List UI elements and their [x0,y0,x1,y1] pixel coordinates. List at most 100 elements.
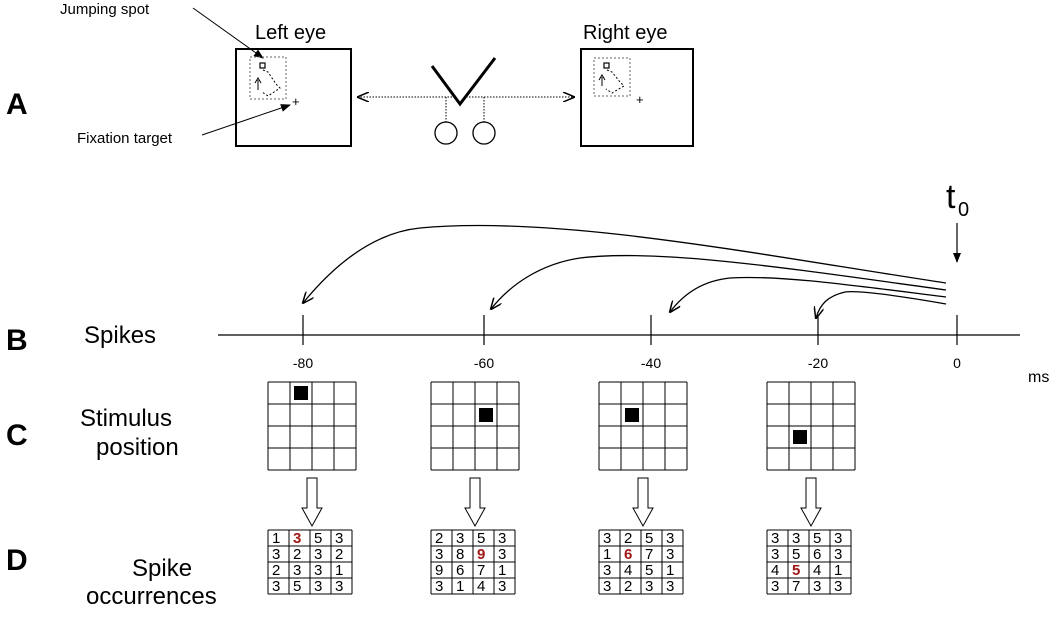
spike-ticks [302,315,958,345]
occurrences-label-line2: occurrences [86,583,217,610]
count-cell: 5 [792,546,800,563]
count-cell: 3 [272,546,280,563]
panel-label-a: A [6,88,28,121]
stimulus-spot [479,408,493,422]
panel-a-setup: Jumping spot Left eye + Fixation target … [60,1,694,147]
stimulus-label-line2: position [96,434,179,461]
count-cell: 3 [603,578,611,595]
count-cell: 3 [272,578,280,595]
down-arrow-icon [632,477,654,528]
t0-marker: t 0 [946,178,969,263]
count-cell: 8 [456,546,464,563]
axis-tick-label: -40 [641,355,661,371]
left-eye-jump-path [254,62,281,97]
count-cell: 3 [498,530,506,547]
fixation-target-pointer [201,104,291,136]
count-cell: 3 [335,578,343,595]
count-cell: 3 [603,530,611,547]
count-cell: 2 [624,530,632,547]
count-cell: 3 [771,546,779,563]
right-eye-label: Right eye [583,22,668,44]
count-cell: 3 [666,530,674,547]
spikes-label: Spikes [84,322,156,349]
stereoscope-mirrors [430,57,497,107]
axis-tick-labels: -80 -60 -40 -20 0 [293,355,961,371]
right-eye-screen [580,48,694,147]
count-cell: 1 [834,562,842,579]
count-cell: 3 [771,530,779,547]
count-cell: 5 [645,530,653,547]
count-cell: 3 [314,546,322,563]
count-cell: 9 [435,562,443,579]
count-cell: 2 [335,546,343,563]
count-cell: 1 [666,562,674,579]
axis-tick-label: -20 [808,355,828,371]
down-arrow-icon [800,477,822,528]
count-cell: 4 [813,562,821,579]
left-eye-fixation-cross: + [292,94,300,109]
stimulus-spot [793,430,807,444]
count-cell: 6 [456,562,464,579]
right-eye-fixation-cross: + [636,92,644,107]
count-cell: 3 [435,578,443,595]
count-cell: 1 [603,546,611,563]
right-eye-stimulus-area [593,57,631,97]
count-cell: 1 [335,562,343,579]
left-eye-stimulus-area [249,56,287,100]
count-cell: 3 [645,578,653,595]
t0-label: t [946,178,956,216]
count-cell: 3 [771,578,779,595]
count-cell: 3 [293,562,301,579]
count-cell: 3 [314,578,322,595]
count-cell: 4 [771,562,779,579]
jumping-spot-label: Jumping spot [60,1,150,18]
count-cell: 3 [666,546,674,563]
arrow-to-minus-40 [670,276,947,312]
occurrences-label-line1: Spike [132,555,192,582]
left-eye-label: Left eye [255,22,326,44]
arrow-to-minus-80 [303,224,947,303]
count-cell: 2 [293,546,301,563]
count-cell: 7 [477,562,485,579]
stimulus-grid [267,381,357,471]
back-projection-arrows [303,224,947,318]
count-cell: 3 [314,562,322,579]
count-cell-highlight: 6 [624,546,632,563]
left-eye-icon [434,121,458,145]
axis-tick-label: -80 [293,355,313,371]
stimulus-grid [598,381,688,471]
count-cell-highlight: 5 [792,562,800,579]
arrow-to-minus-20 [816,290,947,318]
down-arrow-icon [301,477,323,528]
jumping-spot-pointer [192,7,264,59]
count-cell: 5 [314,530,322,547]
count-cell: 3 [834,546,842,563]
count-cell: 5 [813,530,821,547]
count-cell: 4 [477,578,485,595]
count-cell: 7 [792,578,800,595]
count-cell: 1 [272,530,280,547]
panel-label-b: B [6,324,28,357]
axis-tick-label: 0 [953,355,961,371]
axis-tick-label: -60 [474,355,494,371]
count-cell: 5 [293,578,301,595]
count-cell: 3 [834,578,842,595]
count-cell: 5 [477,530,485,547]
down-arrow-icon [464,477,486,528]
count-cell: 3 [603,562,611,579]
count-cell: 7 [645,546,653,563]
count-cell: 3 [792,530,800,547]
count-cell: 2 [624,578,632,595]
count-cell: 3 [498,546,506,563]
stimulus-spot [625,408,639,422]
panel-label-d: D [6,544,28,577]
count-cell: 5 [645,562,653,579]
fixation-target-label: Fixation target [77,130,173,147]
count-cell-highlight: 9 [477,546,485,563]
stimulus-grid [430,381,520,471]
